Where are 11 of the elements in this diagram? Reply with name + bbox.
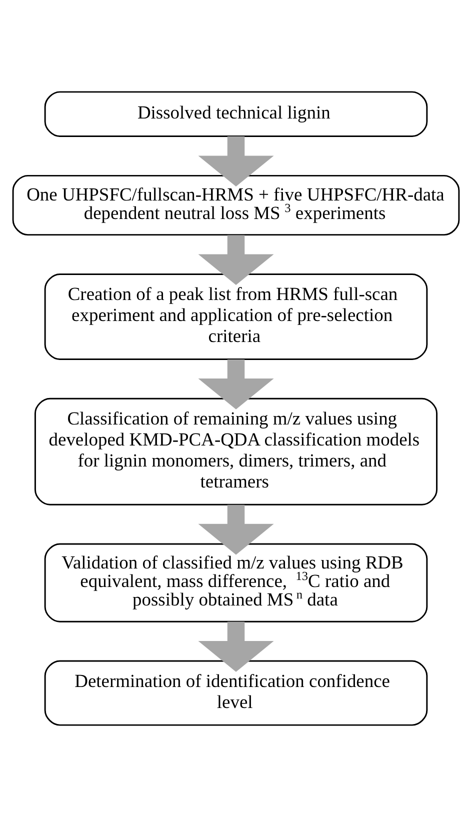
node-box: Creation of a peak list from HRMS full-scan experiment and application of pre-selection criteria bbox=[44, 274, 428, 360]
node-box: Dissolved technical lignin bbox=[44, 91, 428, 138]
node-box: Determination of identification confidence level bbox=[44, 660, 428, 726]
arrow bbox=[198, 235, 274, 286]
node-box: Classification of remaining m/z values using developed KMD-PCA-QDA classification models for lignin monomers, dimers, trimers, and tetramers bbox=[34, 398, 438, 506]
node-box: One UHPSFC/fullscan-HRMS + five UHPSFC/HR-data dependent neutral loss MS$^{3}$ experiments bbox=[12, 174, 460, 236]
arrow bbox=[198, 360, 274, 410]
arrow bbox=[198, 136, 274, 187]
arrow bbox=[198, 504, 274, 555]
node-box: Validation of classified m/z values using RDB equivalent, mass difference, $^{13}$C ratio and possibly obtained MS$^{n}$ data bbox=[44, 543, 428, 622]
arrow bbox=[198, 622, 274, 672]
